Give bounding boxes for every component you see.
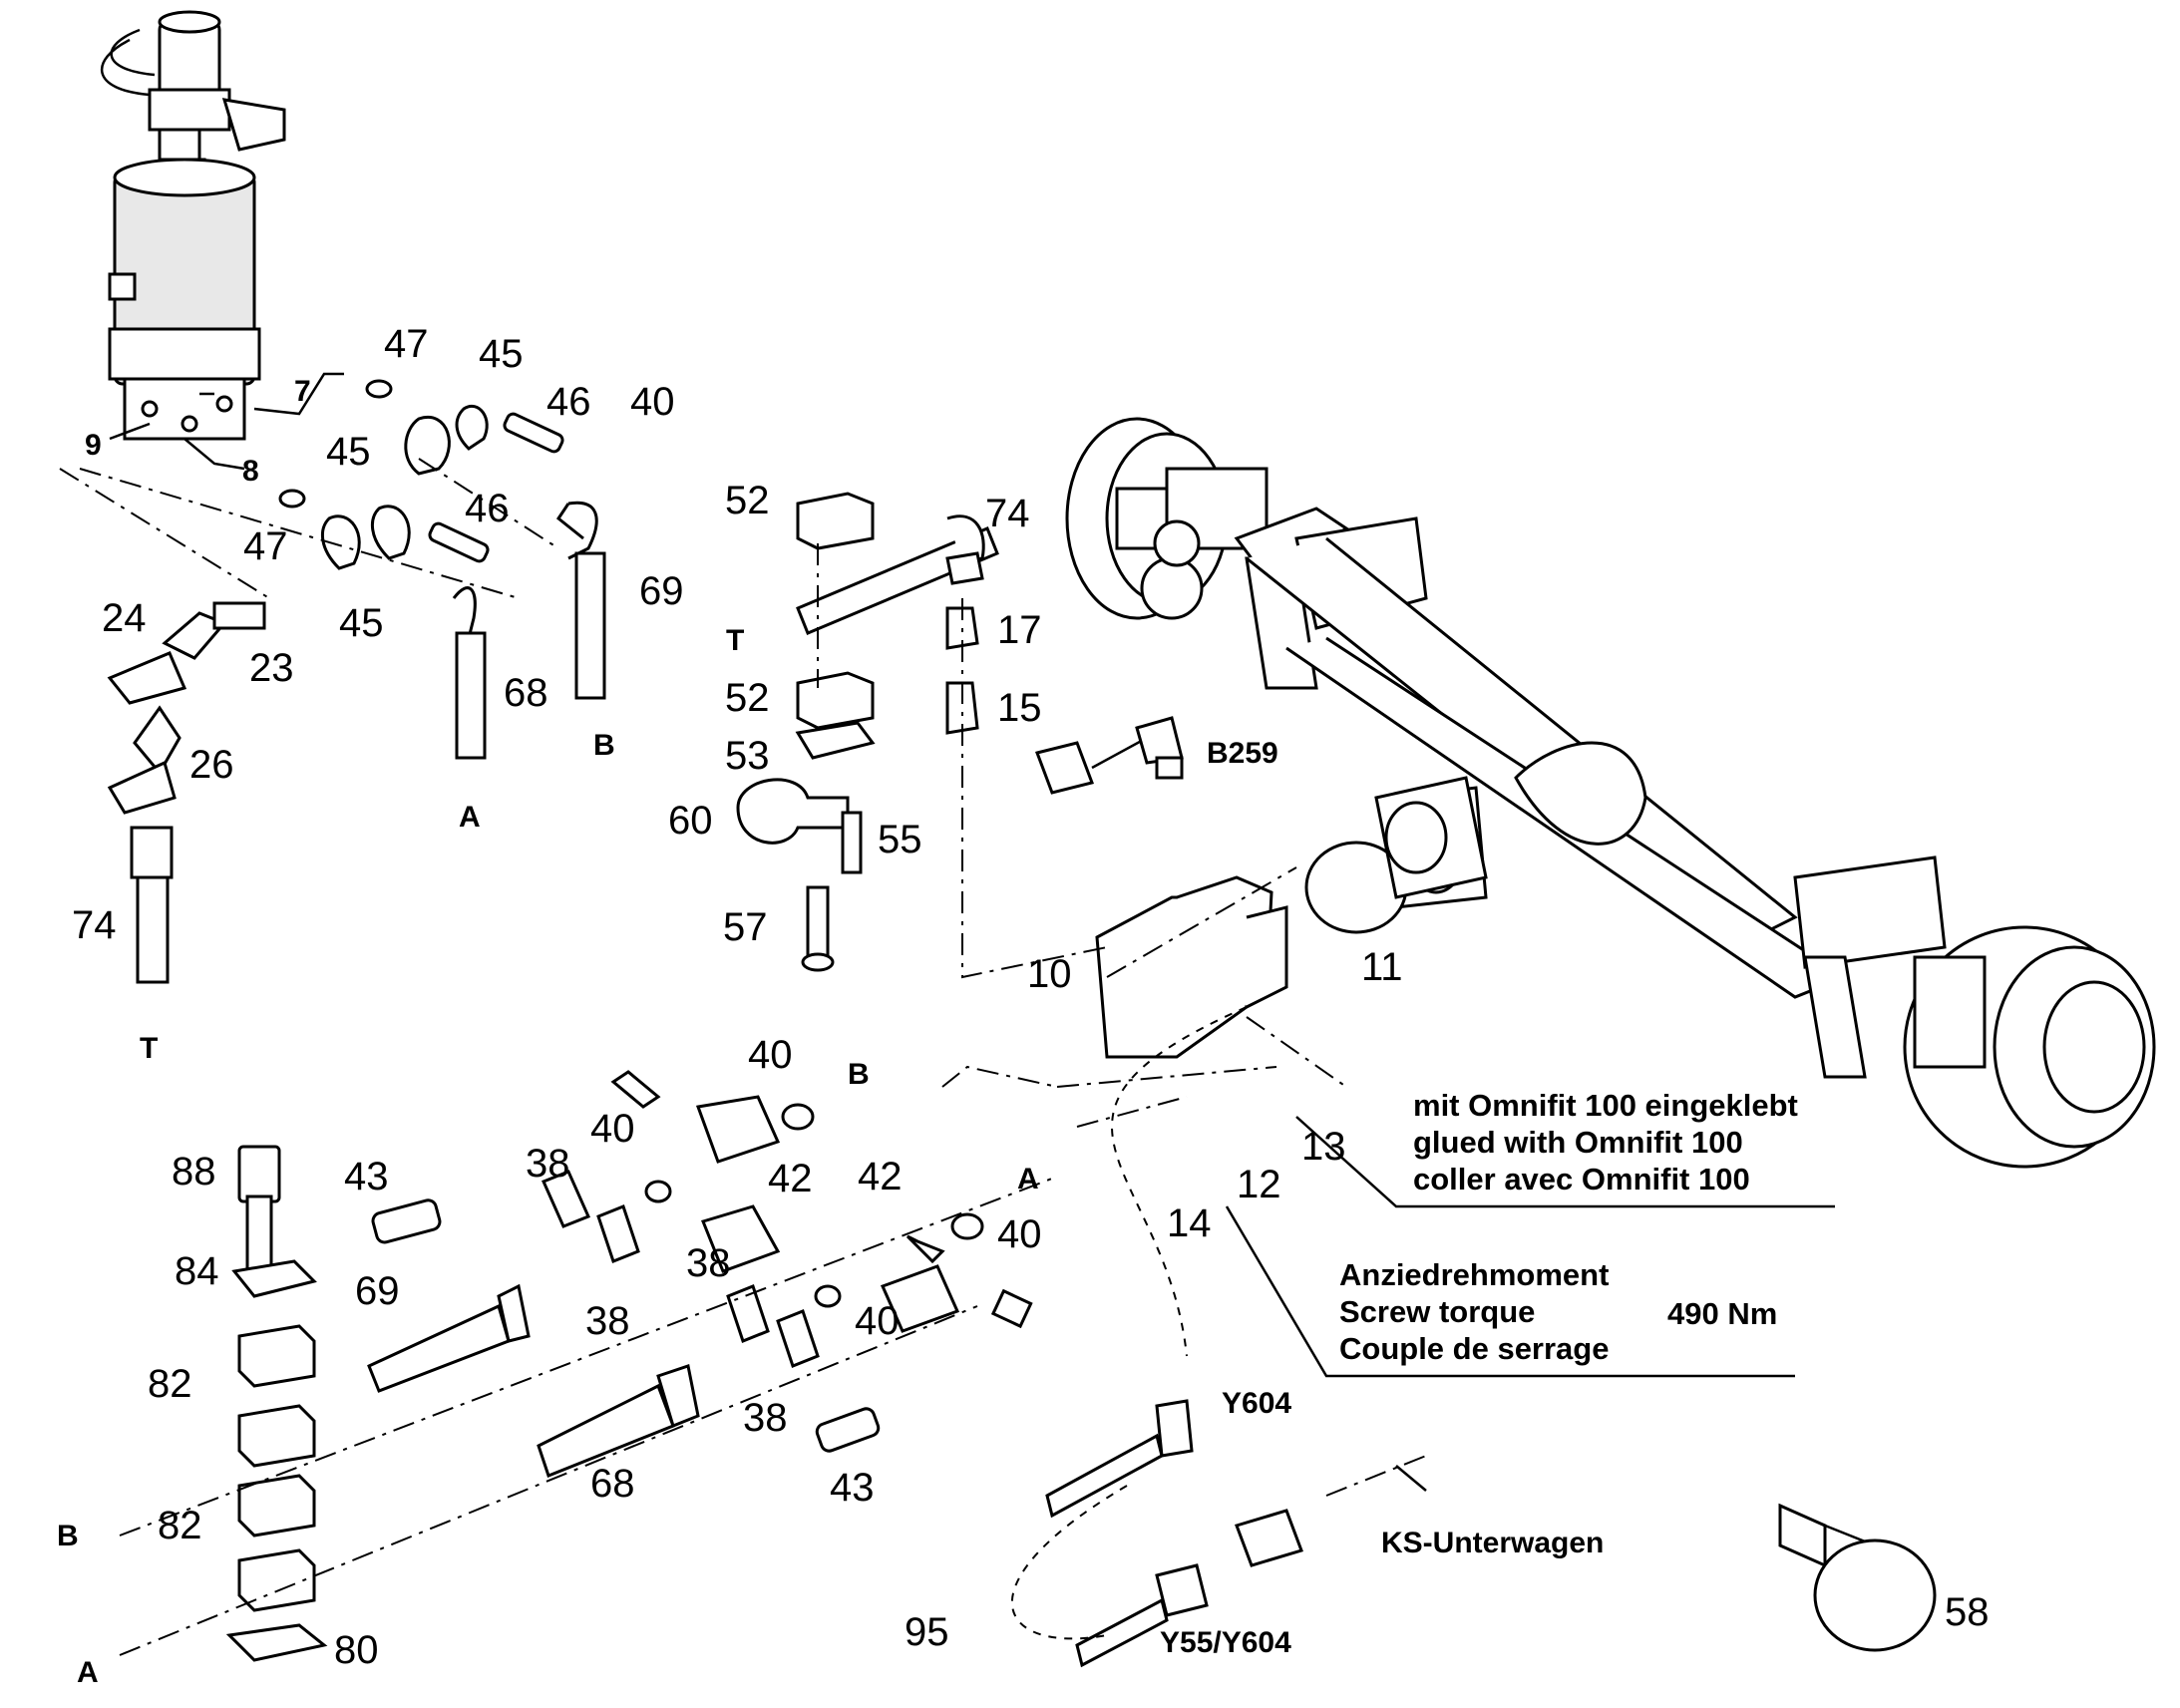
- part-label-45a: 45: [479, 332, 524, 376]
- part-label-47b: 47: [243, 524, 288, 568]
- part-label-58: 58: [1945, 1590, 1990, 1634]
- port-label-b-mid: B: [848, 1058, 870, 1091]
- fittings-left: [107, 379, 564, 984]
- part-label-68a: 68: [504, 671, 548, 715]
- part-label-55: 55: [878, 818, 922, 861]
- port-label-t-left: T: [140, 1032, 159, 1065]
- part-label-74b: 74: [985, 492, 1030, 535]
- torque-note-fr: Couple de serrage: [1339, 1331, 1610, 1366]
- accumulator-assembly: [101, 10, 344, 471]
- torque-note: Anziedrehmoment Screw torque Couple de s…: [1339, 1256, 1609, 1367]
- glue-note: mit Omnifit 100 eingeklebt glued with Om…: [1413, 1087, 1798, 1197]
- part-label-38d: 38: [743, 1396, 788, 1440]
- part-label-95: 95: [905, 1610, 949, 1654]
- part-label-23: 23: [249, 646, 294, 690]
- part-label-42a: 42: [768, 1157, 813, 1200]
- torque-note-en: Screw torque: [1339, 1294, 1536, 1329]
- part-label-12: 12: [1237, 1163, 1281, 1206]
- part-label-52a: 52: [725, 479, 770, 522]
- part-label-y55-y604: Y55/Y604: [1160, 1626, 1291, 1659]
- glue-note-fr: coller avec Omnifit 100: [1413, 1162, 1750, 1196]
- part-label-57: 57: [723, 905, 768, 949]
- lower-assembly: [225, 1070, 1937, 1668]
- axle-assembly: [1065, 417, 2156, 1169]
- part-label-11: 11: [1361, 945, 1403, 989]
- pump-assembly: [1035, 716, 1488, 1059]
- torque-value: 490 Nm: [1667, 1296, 1778, 1331]
- part-label-45b: 45: [326, 430, 371, 474]
- part-label-40d: 40: [997, 1212, 1042, 1256]
- part-label-82a: 82: [148, 1362, 192, 1406]
- part-label-68b: 68: [590, 1462, 635, 1506]
- part-label-7: 7: [294, 375, 311, 408]
- part-label-43a: 43: [344, 1155, 389, 1198]
- part-label-17: 17: [997, 608, 1042, 652]
- section-label-ks-unterwagen: KS-Unterwagen: [1381, 1527, 1605, 1559]
- part-label-43b: 43: [830, 1466, 875, 1510]
- part-label-40c: 40: [590, 1107, 635, 1151]
- part-label-46a: 46: [546, 380, 591, 424]
- part-label-60: 60: [668, 799, 713, 843]
- glue-note-de: mit Omnifit 100 eingeklebt: [1413, 1088, 1798, 1123]
- clamp-stack-center: [736, 492, 999, 972]
- part-label-8: 8: [242, 455, 259, 488]
- part-label-74a: 74: [72, 903, 117, 947]
- hoses-upper: [452, 501, 606, 760]
- port-label-a-lower: A: [77, 1656, 99, 1689]
- part-label-42b: 42: [858, 1155, 903, 1198]
- port-label-b-upper: B: [593, 729, 615, 762]
- port-label-a-mid: A: [1017, 1163, 1039, 1196]
- part-label-15: 15: [997, 686, 1042, 730]
- part-label-26: 26: [189, 743, 234, 787]
- part-label-40e: 40: [855, 1299, 900, 1343]
- port-label-a-upper: A: [459, 801, 481, 834]
- port-label-b-lower: B: [57, 1520, 79, 1552]
- glue-note-en: glued with Omnifit 100: [1413, 1125, 1743, 1160]
- part-label-82b: 82: [158, 1504, 202, 1547]
- leader-lines: [59, 458, 1835, 1656]
- part-label-52b: 52: [725, 676, 770, 720]
- part-label-46b: 46: [465, 487, 510, 530]
- part-label-40b: 40: [748, 1033, 793, 1077]
- part-label-y604: Y604: [1222, 1387, 1292, 1420]
- part-label-84: 84: [175, 1249, 219, 1293]
- part-label-69a: 69: [639, 569, 684, 613]
- part-label-80: 80: [334, 1628, 379, 1672]
- part-label-53: 53: [725, 734, 770, 778]
- part-label-24: 24: [102, 596, 147, 640]
- part-label-88: 88: [172, 1150, 216, 1194]
- part-label-38b: 38: [686, 1241, 731, 1285]
- part-label-45c: 45: [339, 601, 384, 645]
- part-label-38a: 38: [526, 1142, 570, 1186]
- part-label-9: 9: [85, 429, 102, 462]
- part-label-38c: 38: [585, 1299, 630, 1343]
- torque-note-de: Anziedrehmoment: [1339, 1257, 1610, 1292]
- part-label-13: 13: [1301, 1125, 1346, 1169]
- port-label-t-center: T: [726, 624, 745, 657]
- part-label-14: 14: [1167, 1201, 1212, 1245]
- part-label-47a: 47: [384, 322, 429, 366]
- part-label-b259: B259: [1207, 737, 1278, 770]
- part-label-40a: 40: [630, 380, 675, 424]
- part-label-69b: 69: [355, 1269, 400, 1313]
- part-label-10: 10: [1027, 952, 1072, 996]
